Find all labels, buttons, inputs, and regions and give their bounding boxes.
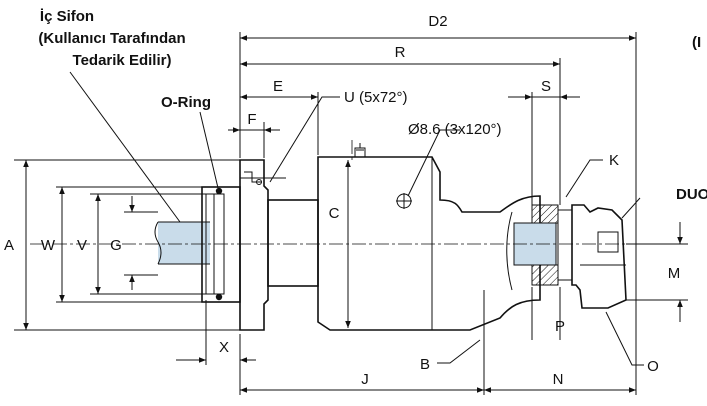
oring-dot-bottom xyxy=(215,293,223,301)
dim-F: F xyxy=(247,111,256,128)
dim-K: K xyxy=(609,152,619,169)
center-lines xyxy=(30,140,660,245)
mounting-flange xyxy=(239,159,269,331)
bolt-note: Ø8.6 (3x120°) xyxy=(408,121,502,138)
siphon-label-1: İç Sifon xyxy=(40,8,94,25)
main-housing xyxy=(317,156,541,331)
dim-A: A xyxy=(4,237,14,254)
dim-X: X xyxy=(219,339,229,356)
dim-R: R xyxy=(395,44,406,61)
dim-S: S xyxy=(541,78,551,95)
oring-label: O-Ring xyxy=(161,94,211,111)
dim-N: N xyxy=(553,371,564,388)
u-note: U (5x72°) xyxy=(344,89,408,106)
leader-lines xyxy=(69,71,644,366)
dim-P: P xyxy=(555,318,565,335)
dimension-lines xyxy=(14,32,688,395)
hatch-bottom xyxy=(531,264,559,286)
siphon-label-2: (Kullanıcı Tarafından xyxy=(38,30,185,47)
hatch-top xyxy=(531,204,559,224)
dim-C: C xyxy=(329,205,340,222)
dim-V: V xyxy=(77,237,87,254)
dim-B: B xyxy=(420,356,430,373)
body-outline xyxy=(154,143,627,331)
dim-M: M xyxy=(668,265,681,282)
dim-G: G xyxy=(110,237,122,254)
duo-label: DUO xyxy=(676,186,707,203)
dim-O: O xyxy=(647,358,659,375)
dim-W: W xyxy=(41,237,56,254)
oring-dot-top xyxy=(215,187,223,195)
siphon-label-3: Tedarik Edilir) xyxy=(73,52,172,69)
dim-E: E xyxy=(273,78,283,95)
duo-joint xyxy=(571,204,627,309)
right-partial-label: (I xyxy=(692,34,701,51)
dim-D2: D2 xyxy=(428,13,447,30)
annotation-text: İç Sifon (Kullanıcı Tarafından Tedarik E… xyxy=(4,8,707,388)
dim-J: J xyxy=(361,371,369,388)
shaft xyxy=(267,199,319,287)
